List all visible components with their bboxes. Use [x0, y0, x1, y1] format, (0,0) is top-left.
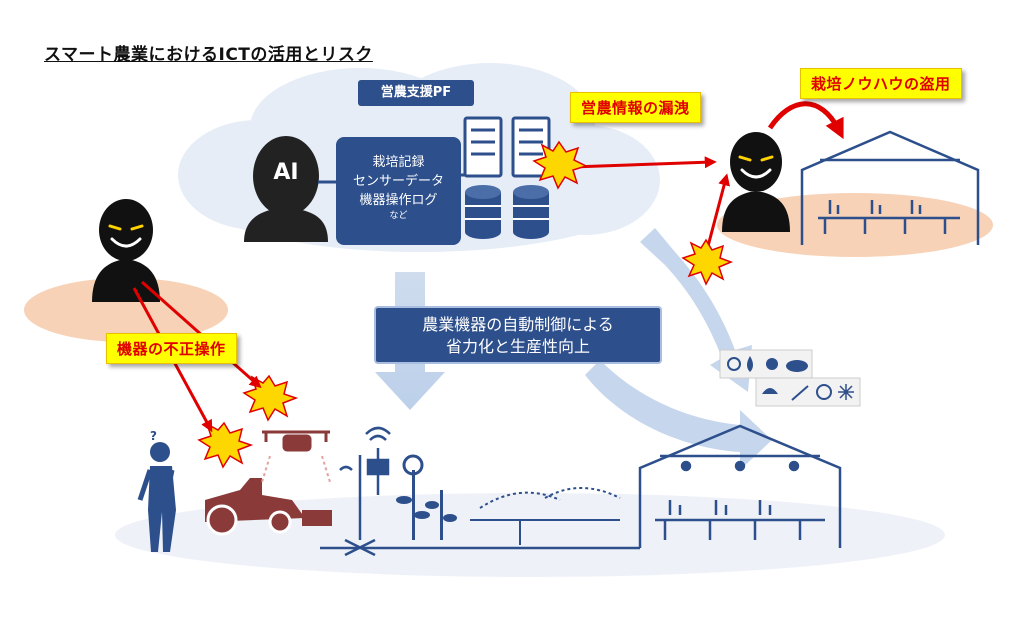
data-box: 栽培記録 センサーデータ 機器操作ログ など	[336, 137, 461, 245]
greenhouse-icon	[638, 424, 842, 548]
risk-badge-theft: 栽培ノウハウの盗用	[800, 68, 962, 99]
ai-head-icon	[244, 136, 328, 242]
ai-label: AI	[273, 160, 299, 185]
automation-box: 農業機器の自動制御による 省力化と生産性向上	[374, 306, 662, 364]
drone-icon	[261, 430, 331, 483]
weather-icon	[719, 349, 861, 407]
farmer-icon: ?	[137, 429, 176, 552]
hacker-icon	[92, 199, 160, 302]
page-title: スマート農業におけるICTの活用とリスク	[44, 45, 373, 65]
tractor-icon	[205, 478, 332, 536]
attack-arrows-top	[571, 101, 844, 251]
automation-line: 省力化と生産性向上	[445, 337, 590, 356]
svg-text:?: ?	[150, 429, 157, 443]
data-line: センサーデータ	[352, 174, 444, 189]
irrigation-sprinklers	[470, 487, 621, 545]
risk-badge-tamper: 機器の不正操作	[106, 333, 237, 364]
automation-line: 農業機器の自動制御による	[422, 315, 614, 334]
hacker-icon	[722, 132, 790, 232]
hacker-ground-right	[717, 193, 993, 257]
curve-flow-arrow-bottom	[585, 360, 772, 470]
greenhouse-icon	[800, 130, 980, 245]
platform-label: 営農支援PF	[358, 80, 474, 106]
data-line: 栽培記録	[372, 155, 425, 170]
risk-badge-leak: 営農情報の漏洩	[570, 92, 701, 123]
data-suffix: など	[389, 211, 408, 221]
database-icon	[465, 185, 549, 239]
data-line: 機器操作ログ	[359, 193, 438, 208]
field-sensors	[320, 426, 640, 557]
hacker-ground-left	[24, 278, 228, 342]
crop-plants	[396, 454, 457, 540]
